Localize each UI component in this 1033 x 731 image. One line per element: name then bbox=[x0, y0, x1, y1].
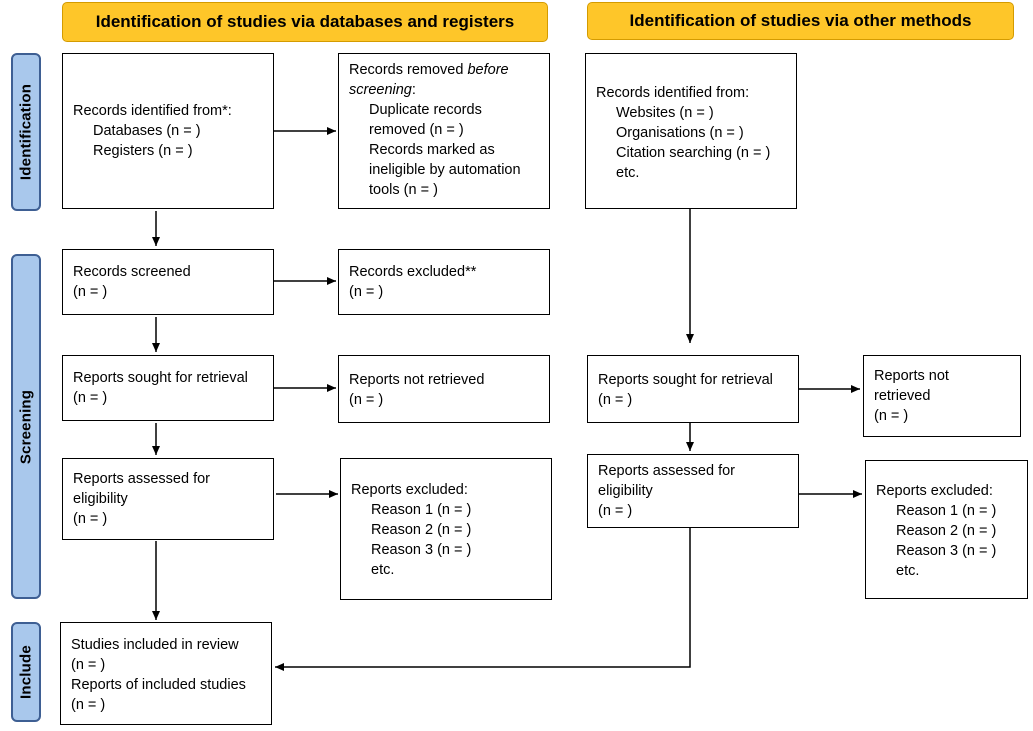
phase-include: Include bbox=[11, 622, 41, 722]
other-records-identified-box: Records identified from: Websites (n = )… bbox=[585, 53, 797, 209]
other-reason-2: Reason 2 (n = ) bbox=[896, 523, 997, 539]
phase-screening: Screening bbox=[11, 254, 41, 599]
records-removed-box: Records removed before screening: Duplic… bbox=[338, 53, 550, 209]
duplicate-records-label: Duplicate records bbox=[369, 102, 482, 118]
records-identified-title: Records identified from*: bbox=[73, 103, 232, 119]
reports-not-retrieved-box: Reports not retrieved (n = ) bbox=[338, 355, 550, 423]
records-excluded-title: Records excluded** bbox=[349, 264, 477, 280]
other-reports-not-retrieved-title-2: retrieved bbox=[874, 388, 931, 404]
other-reports-excluded-box: Reports excluded: Reason 1 (n = ) Reason… bbox=[865, 460, 1028, 599]
databases-count: Databases (n = ) bbox=[93, 123, 201, 139]
studies-included-count: (n = ) bbox=[71, 657, 106, 673]
phase-identification: Identification bbox=[11, 53, 41, 211]
automation-label-2: ineligible by automation bbox=[369, 162, 521, 178]
other-reports-sought-count: (n = ) bbox=[598, 392, 633, 408]
websites-count: Websites (n = ) bbox=[616, 105, 714, 121]
other-reports-not-retrieved-box: Reports not retrieved (n = ) bbox=[863, 355, 1021, 437]
reason-3: Reason 3 (n = ) bbox=[371, 542, 472, 558]
automation-count: tools (n = ) bbox=[369, 182, 438, 198]
other-reports-not-retrieved-title: Reports not bbox=[874, 368, 949, 384]
header-databases-registers: Identification of studies via databases … bbox=[62, 2, 548, 42]
records-removed-title: Records removed before bbox=[349, 62, 509, 78]
studies-included-box: Studies included in review (n = ) Report… bbox=[60, 622, 272, 725]
other-reports-sought-title: Reports sought for retrieval bbox=[598, 372, 773, 388]
other-reason-etc: etc. bbox=[896, 563, 920, 579]
arrow-other-assessed-to-included bbox=[275, 528, 691, 671]
registers-count: Registers (n = ) bbox=[93, 143, 193, 159]
reports-included-count: (n = ) bbox=[71, 697, 106, 713]
records-screened-title: Records screened bbox=[73, 264, 191, 280]
header-other-methods: Identification of studies via other meth… bbox=[587, 2, 1014, 40]
citation-searching-count: Citation searching (n = ) bbox=[616, 145, 771, 161]
other-reports-assessed-box: Reports assessed for eligibility (n = ) bbox=[587, 454, 799, 528]
reports-assessed-title-2: eligibility bbox=[73, 491, 128, 507]
other-reports-assessed-title: Reports assessed for bbox=[598, 463, 736, 479]
duplicate-records-count: removed (n = ) bbox=[369, 122, 464, 138]
other-sources-etc: etc. bbox=[616, 165, 640, 181]
reports-excluded-box: Reports excluded: Reason 1 (n = ) Reason… bbox=[340, 458, 552, 600]
reason-etc: etc. bbox=[371, 562, 395, 578]
reports-assessed-title: Reports assessed for bbox=[73, 471, 211, 487]
reports-excluded-title: Reports excluded: bbox=[351, 482, 468, 498]
reports-sought-count: (n = ) bbox=[73, 390, 108, 406]
records-identified-box: Records identified from*: Databases (n =… bbox=[62, 53, 274, 209]
other-reason-3: Reason 3 (n = ) bbox=[896, 543, 997, 559]
other-records-identified-title: Records identified from: bbox=[596, 85, 750, 101]
records-removed-subtitle: screening: bbox=[349, 82, 416, 98]
other-reports-sought-box: Reports sought for retrieval (n = ) bbox=[587, 355, 799, 423]
reports-included-title: Reports of included studies bbox=[71, 677, 246, 693]
reason-1: Reason 1 (n = ) bbox=[371, 502, 472, 518]
reports-sought-box: Reports sought for retrieval (n = ) bbox=[62, 355, 274, 421]
organisations-count: Organisations (n = ) bbox=[616, 125, 744, 141]
reports-assessed-count: (n = ) bbox=[73, 511, 108, 527]
other-reports-excluded-title: Reports excluded: bbox=[876, 483, 993, 499]
other-reports-not-retrieved-count: (n = ) bbox=[874, 408, 909, 424]
other-reports-assessed-title-2: eligibility bbox=[598, 483, 653, 499]
records-excluded-count: (n = ) bbox=[349, 284, 384, 300]
reports-assessed-box: Reports assessed for eligibility (n = ) bbox=[62, 458, 274, 540]
reports-not-retrieved-count: (n = ) bbox=[349, 392, 384, 408]
records-screened-count: (n = ) bbox=[73, 284, 108, 300]
reason-2: Reason 2 (n = ) bbox=[371, 522, 472, 538]
records-excluded-box: Records excluded** (n = ) bbox=[338, 249, 550, 315]
automation-label-1: Records marked as bbox=[369, 142, 495, 158]
other-reports-assessed-count: (n = ) bbox=[598, 503, 633, 519]
studies-included-title: Studies included in review bbox=[71, 637, 239, 653]
records-screened-box: Records screened (n = ) bbox=[62, 249, 274, 315]
reports-sought-title: Reports sought for retrieval bbox=[73, 370, 248, 386]
reports-not-retrieved-title: Reports not retrieved bbox=[349, 372, 485, 388]
other-reason-1: Reason 1 (n = ) bbox=[896, 503, 997, 519]
